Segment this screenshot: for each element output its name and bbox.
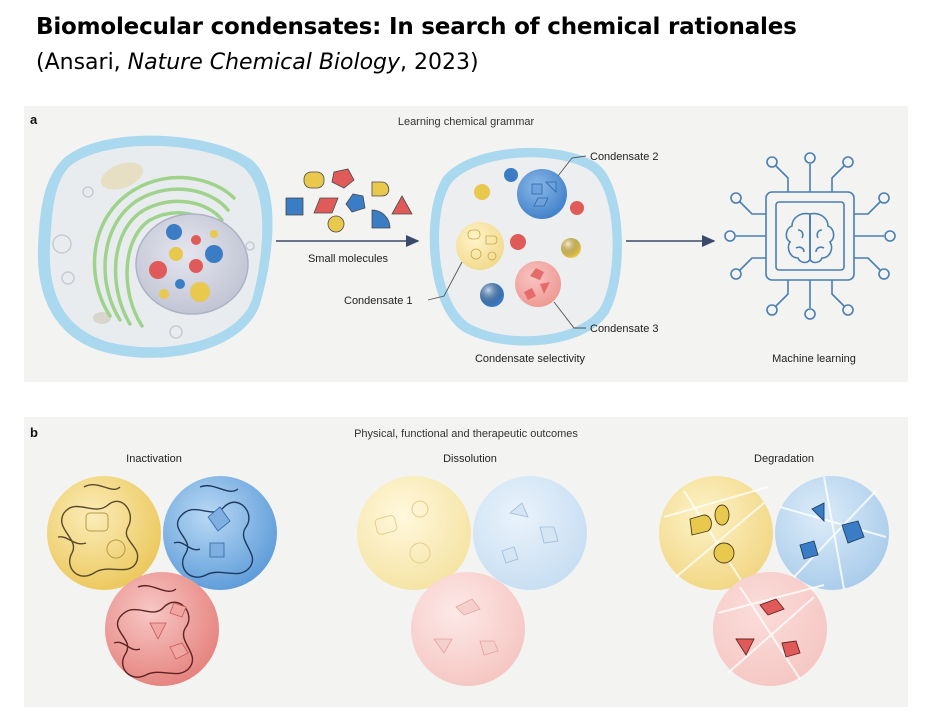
citation: (Ansari, Nature Chemical Biology, 2023): [36, 50, 479, 75]
small-molecules-label: Small molecules: [308, 253, 389, 265]
cell-illustration: [37, 135, 273, 358]
condensate-1-label: Condensate 1: [344, 295, 413, 307]
degradation-droplets: [659, 476, 889, 686]
chip-brain-icon: [724, 152, 896, 320]
outcome-label-degradation: Degradation: [754, 453, 814, 465]
inactivation-droplets: [47, 476, 277, 686]
panel-a: a Learning chemical grammar: [24, 106, 908, 382]
page-title: Biomolecular condensates: In search of c…: [36, 14, 797, 40]
outcome-label-dissolution: Dissolution: [443, 453, 497, 465]
panel-a-letter: a: [30, 112, 38, 127]
dissolution-droplets: [357, 476, 587, 686]
panel-a-figure: a Learning chemical grammar: [30, 112, 896, 365]
condensate-3-label: Condensate 3: [590, 323, 659, 335]
panel-b: b Physical, functional and therapeutic o…: [24, 417, 908, 707]
journal-name: Nature Chemical Biology: [127, 50, 401, 75]
panel-b-letter: b: [30, 425, 38, 440]
panel-b-heading: Physical, functional and therapeutic out…: [354, 428, 578, 440]
condensate-selectivity-label: Condensate selectivity: [475, 353, 586, 365]
citation-close: , 2023): [400, 50, 479, 75]
outcome-label-inactivation: Inactivation: [126, 453, 182, 465]
small-molecules-cluster: [285, 168, 413, 233]
citation-open: (Ansari,: [36, 50, 128, 75]
panel-b-figure: b Physical, functional and therapeutic o…: [30, 425, 889, 686]
condensate-2-label: Condensate 2: [590, 151, 659, 163]
machine-learning-label: Machine learning: [772, 353, 856, 365]
condensate-cell: [429, 147, 622, 346]
panel-a-heading: Learning chemical grammar: [398, 116, 535, 128]
